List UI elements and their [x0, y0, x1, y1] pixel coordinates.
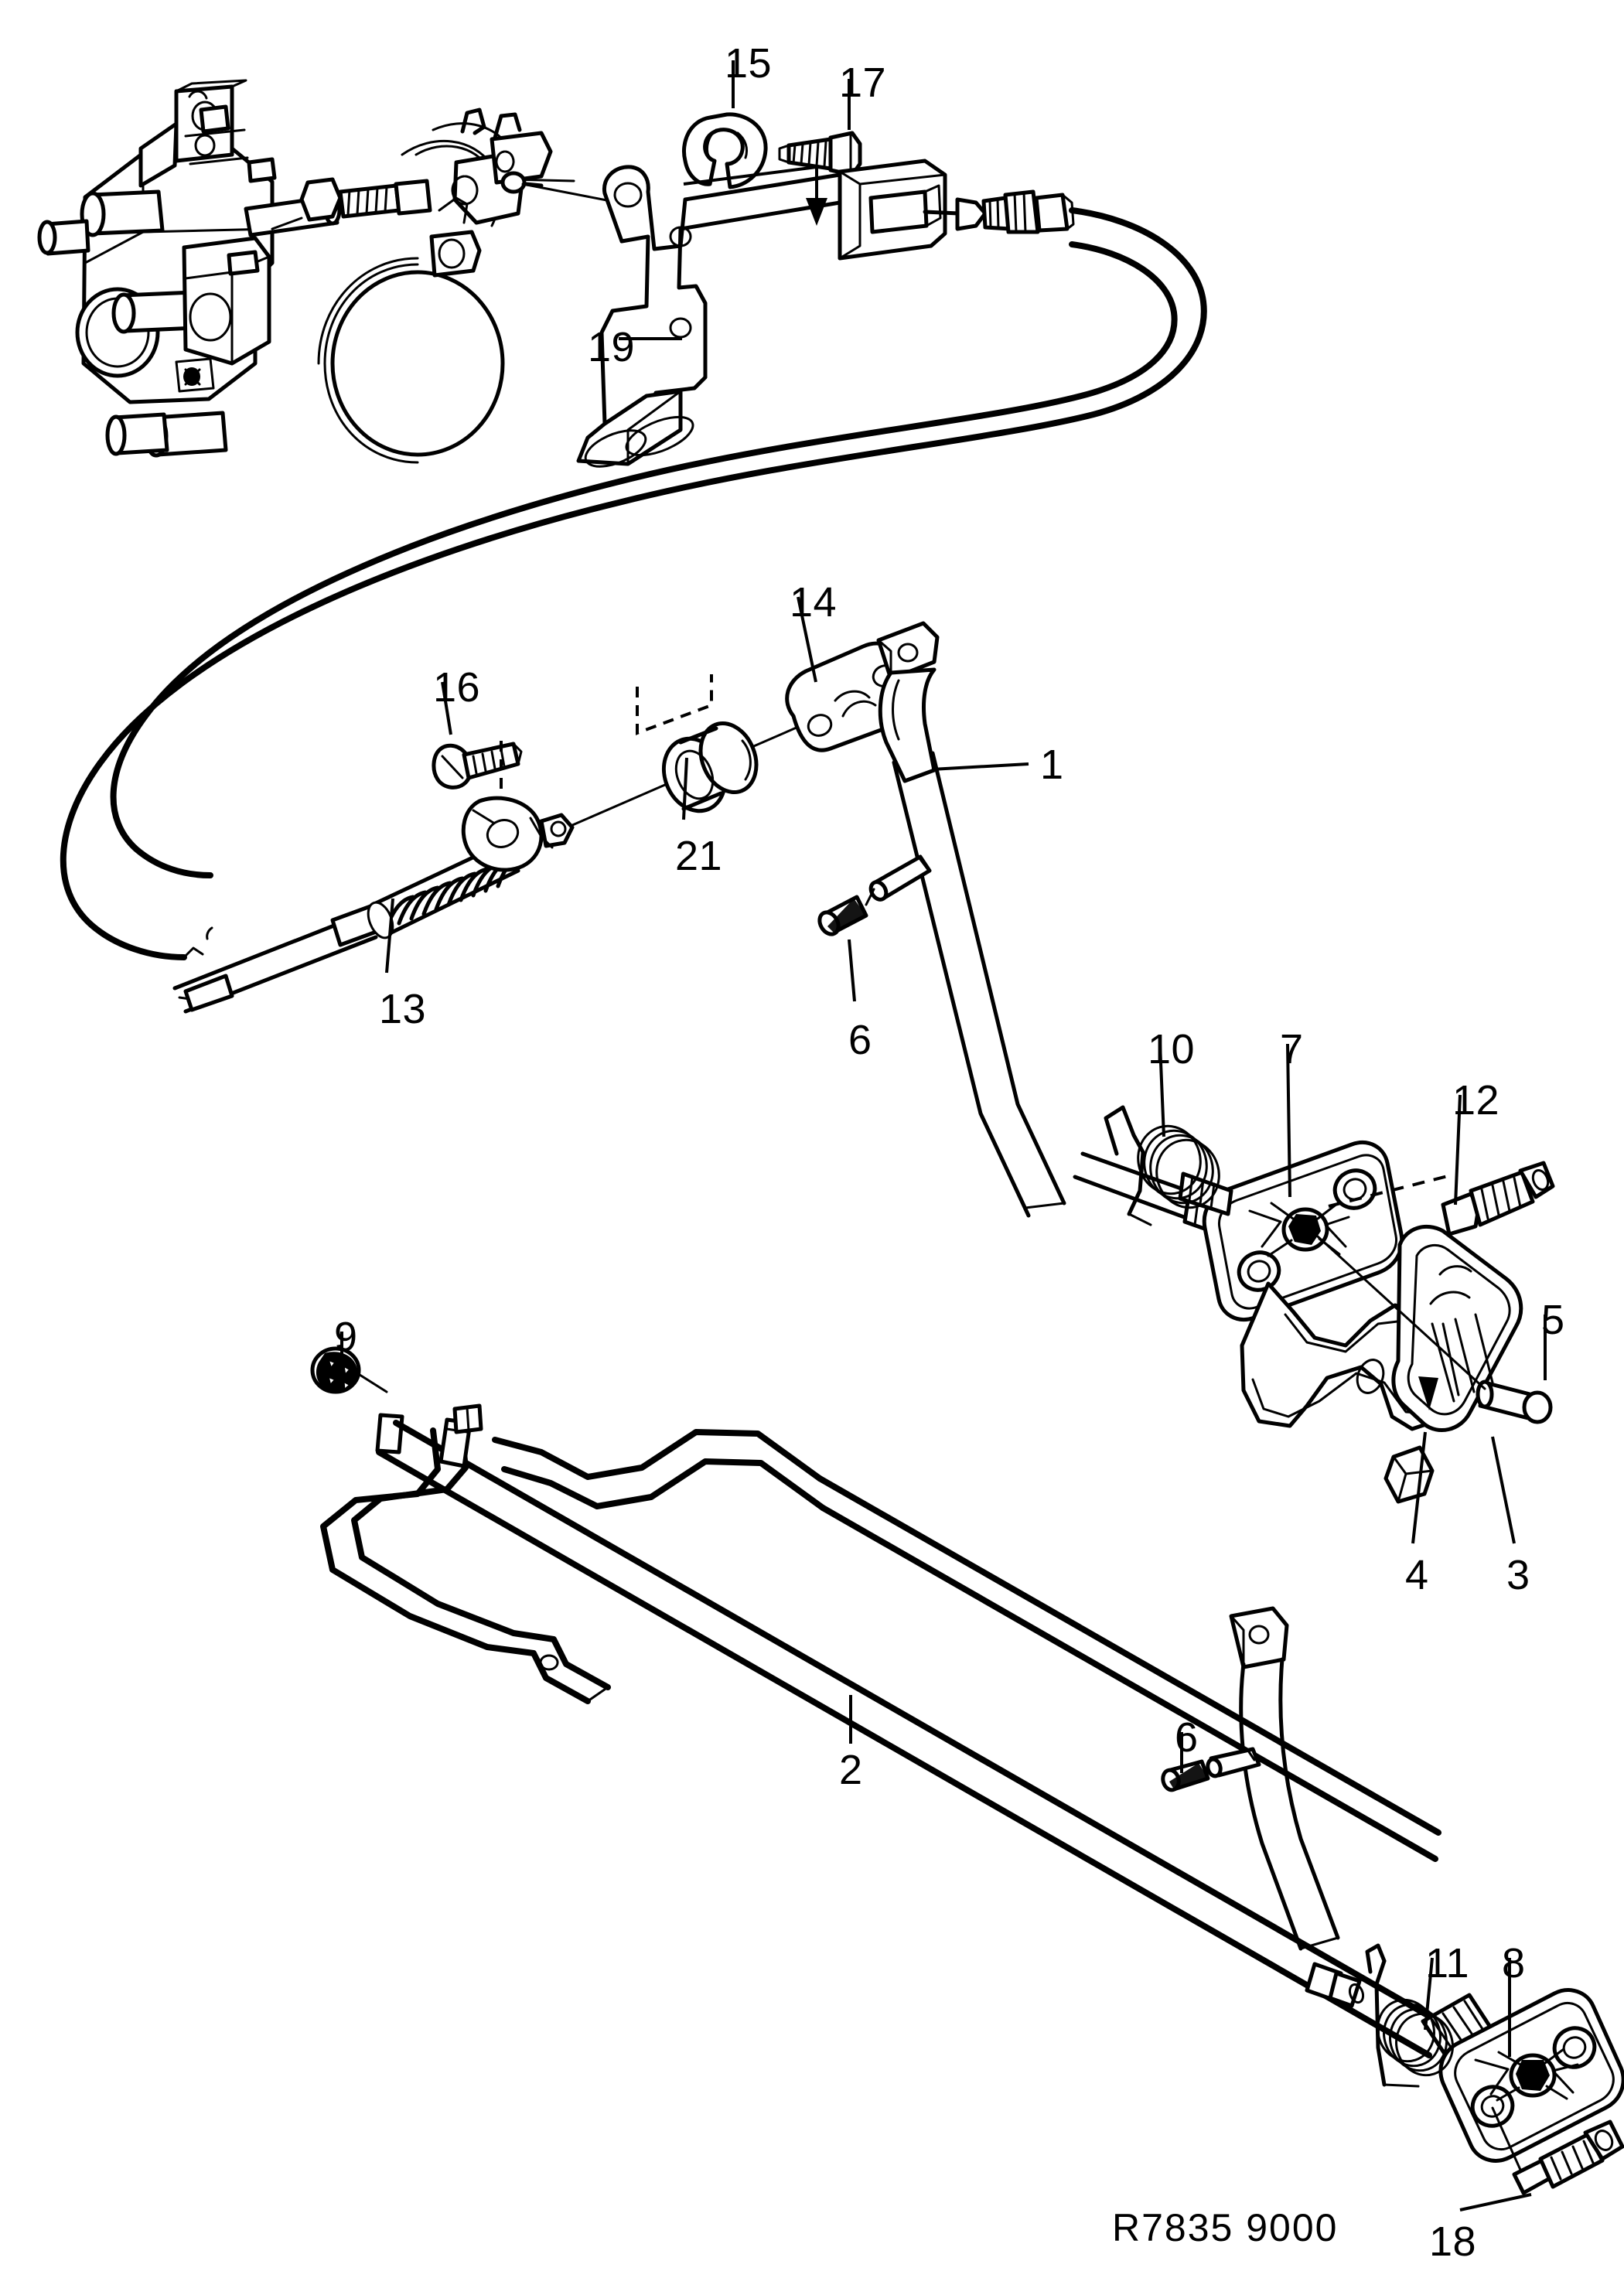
- callout-c1-pedal-lever-arm: 1: [1040, 742, 1064, 788]
- callout-leader-21: [682, 757, 688, 820]
- callout-leader-14: [797, 596, 817, 683]
- callout-leaders: [340, 60, 1547, 2212]
- part-9-shaft-end-nut: [310, 1346, 388, 1394]
- callout-c19-cable-mounting-bracket: 19: [588, 324, 636, 370]
- part-19-cable-bracket: [576, 159, 947, 468]
- callout-leader-13: [385, 898, 394, 974]
- callout-c7-upper-pedal-bearing-bracket: 7: [1280, 1026, 1304, 1073]
- callout-c9-shaft-end-nut: 9: [334, 1314, 358, 1360]
- callout-c12-pedal-mounting-bolt: 12: [1452, 1077, 1500, 1124]
- callout-leader-12: [1454, 1094, 1462, 1205]
- callout-c3-pedal-pad: 3: [1506, 1552, 1530, 1598]
- callout-c8-lower-shaft-bearing-bracket: 8: [1502, 1940, 1526, 1986]
- callout-c18-bracket-bolt: 18: [1429, 2218, 1477, 2265]
- callout-c2-cross-shaft: 2: [839, 1747, 863, 1793]
- callout-leader-6: [848, 939, 856, 1002]
- callout-c5-pivot-pin: 5: [1541, 1297, 1565, 1343]
- callout-c15-cable-retaining-clip: 15: [725, 40, 773, 87]
- callout-c6b-clevis-pin-lower: 6: [1175, 1714, 1199, 1761]
- part-11-return-spring: [1305, 1943, 1454, 2088]
- callout-c11-return-spring-lower: 11: [1425, 1940, 1470, 1986]
- callout-c16-cable-clamp-screw: 16: [433, 664, 481, 711]
- lower-spring-coils: [1377, 1998, 1454, 2077]
- throttle-body-assembly: [37, 79, 553, 464]
- part-1-pedal-lever: [876, 621, 1066, 1218]
- callout-leader-16: [441, 681, 452, 735]
- part-6-clevis-pin-upper: [817, 854, 932, 936]
- cable-end-fitting-upper: [500, 171, 620, 204]
- callout-c21-cable-grommet-bushing: 21: [675, 833, 723, 879]
- callout-c13-throttle-cable: 13: [379, 986, 427, 1032]
- callout-c14-bulkhead-seal-plate: 14: [790, 579, 838, 626]
- callout-leader-18: [1459, 2193, 1532, 2212]
- part-13-cable-sleeve: [172, 679, 906, 1014]
- part-15-retaining-clip: [682, 112, 768, 189]
- part-12-mounting-bolt: [1328, 1161, 1555, 1236]
- callout-leader-3: [1491, 1436, 1516, 1544]
- part-7-upper-bearing-bracket: [1073, 1141, 1404, 1321]
- part-10-return-spring: [1104, 1105, 1220, 1226]
- cable-ferrule-assembly: [923, 189, 1075, 234]
- part-13-throttle-cable: [60, 207, 1207, 960]
- pedal-arm-and-pad: [1240, 1224, 1523, 1504]
- callout-leader-4: [1411, 1431, 1427, 1544]
- callout-c4-pedal-stop-block: 4: [1405, 1552, 1429, 1598]
- callout-leader-11: [1424, 1957, 1434, 2031]
- part-5-pivot-pin: [1308, 1228, 1553, 1424]
- callout-c10-return-spring-upper: 10: [1148, 1026, 1196, 1073]
- callout-c17-bracket-screw: 17: [839, 60, 887, 106]
- part-17-screw: [778, 131, 862, 177]
- part-16-clamp-screw: [432, 741, 523, 796]
- part-8-lower-bearing-bracket: [1421, 1988, 1624, 2163]
- callout-c6a-clevis-pin-upper: 6: [848, 1017, 872, 1063]
- lower-link-arm: [1161, 1606, 1340, 1951]
- callout-leader-10: [1158, 1043, 1165, 1137]
- callout-leader-7: [1286, 1043, 1291, 1198]
- callout-leader-1: [931, 762, 1029, 771]
- drawing-number: R7835 9000: [1112, 2206, 1339, 2249]
- pump-port-cylinders: [37, 189, 228, 458]
- part-2-cross-shaft: [320, 1403, 1449, 2058]
- part-21-grommet: [636, 674, 759, 813]
- part-18-bracket-bolt: [1491, 2106, 1624, 2195]
- spring-coils: [1137, 1124, 1220, 1209]
